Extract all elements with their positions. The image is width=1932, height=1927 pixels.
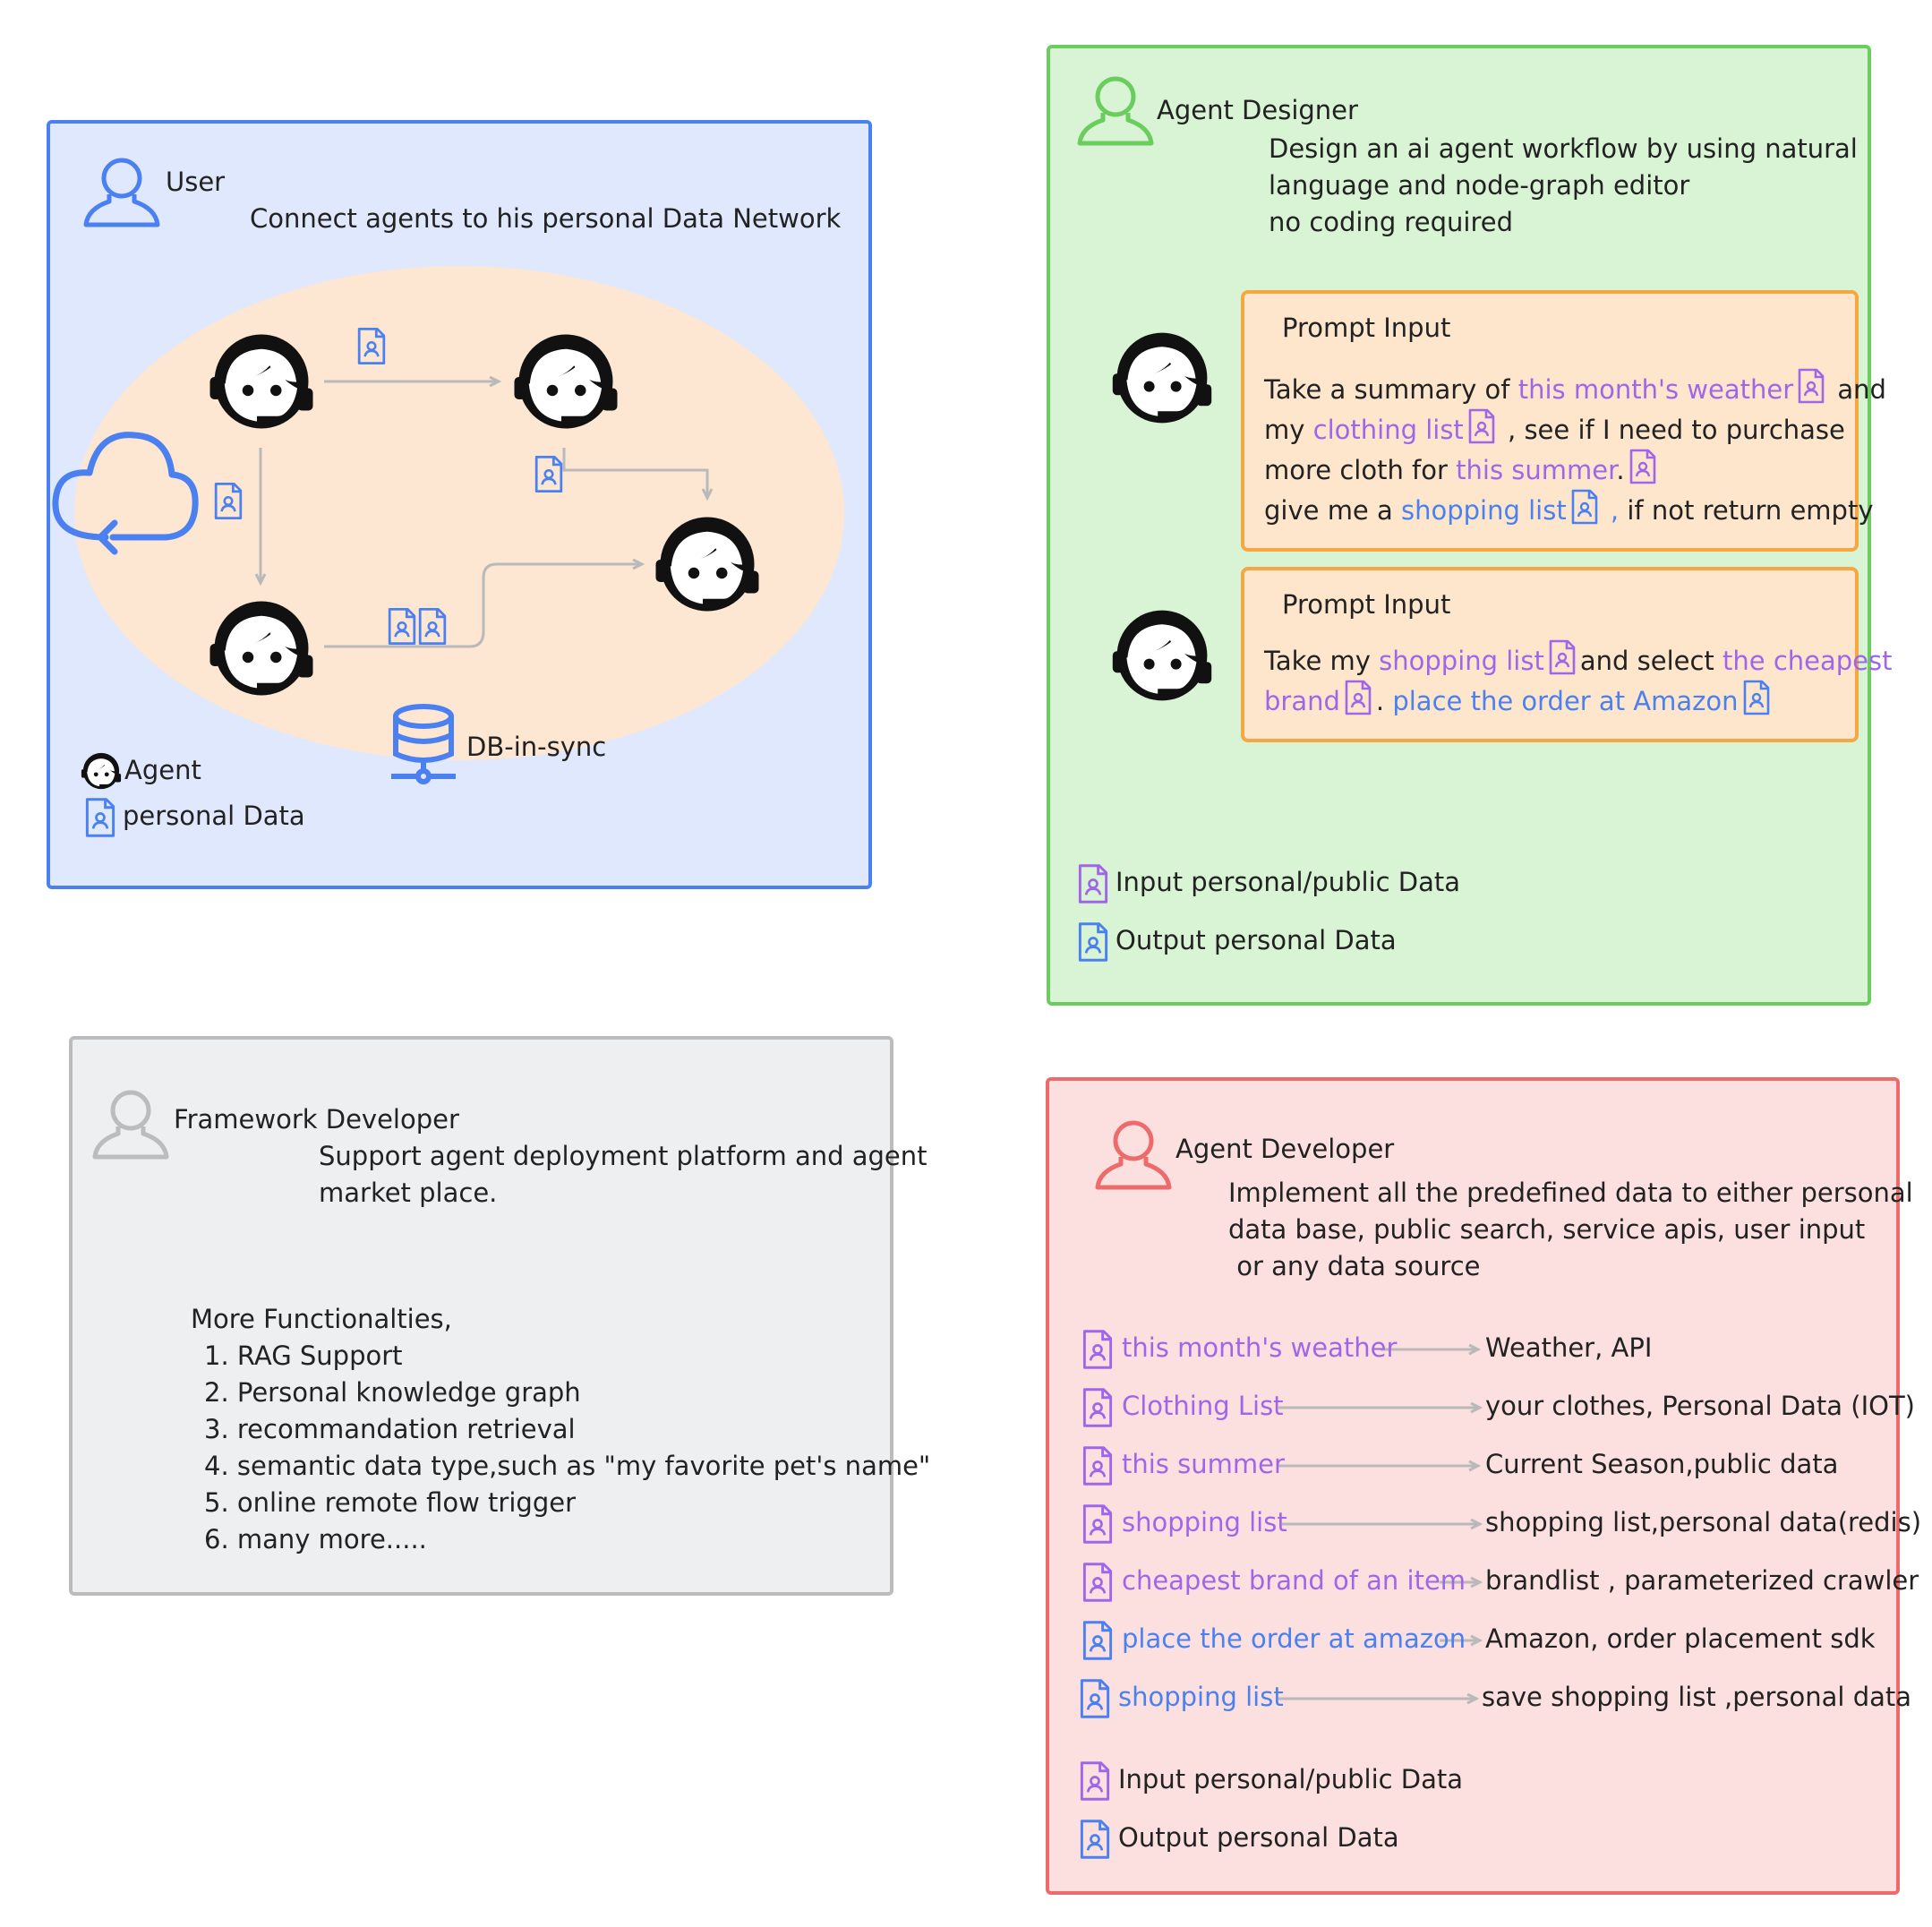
output-data-icon (1081, 1620, 1114, 1661)
input-data-icon (1629, 449, 1657, 484)
framework-description: Support agent deployment platform and ag… (319, 1141, 928, 1208)
input-data-icon (1081, 1329, 1114, 1370)
mapping-target: Weather, API (1485, 1332, 1653, 1363)
mapping-source: place the order at amazon (1122, 1623, 1466, 1654)
input-data-legend-icon (1079, 1760, 1111, 1802)
prompt-text-2: Take my shopping list and select the che… (1264, 639, 1893, 720)
output-data-icon (1570, 489, 1599, 525)
agent-network-ellipse (74, 266, 844, 760)
developer-description: Implement all the predefined data to eit… (1228, 1178, 1913, 1281)
data-document-icon (213, 482, 244, 520)
data-document-icon (534, 455, 564, 493)
list-item: 1. RAG Support (204, 1340, 403, 1371)
input-data-icon (1467, 408, 1496, 444)
input-data-icon (1081, 1562, 1114, 1603)
ref-cheapest-brand: the cheapest (1723, 646, 1893, 676)
prompt-title-2: Prompt Input (1282, 589, 1451, 620)
designer-description: Design an ai agent workflow by using nat… (1269, 133, 1858, 237)
cloud-sync-icon (52, 432, 199, 555)
mapping-target: your clothes, Personal Data (IOT) (1485, 1391, 1915, 1421)
list-item: 2. Personal knowledge graph (204, 1377, 581, 1408)
framework-person-icon (95, 1092, 167, 1157)
connector-arrow (562, 448, 707, 497)
mapping-target: Current Season,public data (1485, 1449, 1839, 1479)
mapping-target: brandlist , parameterized crawler (1485, 1565, 1919, 1596)
prompt-input-box-1[interactable] (1241, 290, 1859, 552)
ref-shopping-list: shopping list (1401, 495, 1567, 526)
input-data-legend-label: Input personal/public Data (1116, 867, 1461, 897)
prompt-text-1: Take a summary of this month's weather a… (1264, 368, 1886, 529)
functionality-list: 1. RAG Support 2. Personal knowledge gra… (204, 1338, 930, 1558)
framework-developer-panel (69, 1036, 893, 1596)
mapping-source: this summer (1122, 1449, 1285, 1479)
output-data-legend-label: Output personal Data (1118, 1822, 1399, 1853)
list-item: 6. many more..... (204, 1524, 427, 1554)
output-data-legend-icon (1077, 921, 1109, 963)
user-person-icon (86, 160, 158, 225)
mapping-source: cheapest brand of an item (1122, 1565, 1466, 1596)
list-item: 4. semantic data type,such as "my favori… (204, 1451, 931, 1481)
legend-agent-label: Agent (124, 755, 201, 785)
ref-weather: this month's weather (1517, 374, 1794, 405)
connector-arrow (324, 564, 641, 648)
list-item: 5. online remote flow trigger (204, 1487, 576, 1518)
mapping-target: Amazon, order placement sdk (1485, 1623, 1876, 1654)
developer-person-icon (1098, 1123, 1169, 1187)
ref-shopping-list: shopping list (1379, 646, 1544, 676)
input-data-icon (1081, 1445, 1114, 1486)
more-functionalities-title: More Functionalties, (191, 1304, 452, 1334)
input-data-icon (1548, 639, 1577, 675)
designer-role-label: Agent Designer (1157, 95, 1358, 125)
data-document-icon (387, 607, 417, 646)
data-document-icon (356, 327, 387, 365)
agent-headset-icon (1113, 333, 1211, 424)
mapping-target: save shopping list ,personal data (1482, 1682, 1912, 1712)
list-item: 3. recommandation retrieval (204, 1414, 576, 1444)
ref-this-summer: this summer (1456, 455, 1617, 485)
developer-role-label: Agent Developer (1175, 1134, 1395, 1164)
input-data-icon (1344, 680, 1372, 715)
input-data-icon (1081, 1387, 1114, 1428)
mapping-source: shopping list (1118, 1682, 1284, 1712)
database-icon (391, 704, 456, 784)
mapping-source: shopping list (1122, 1507, 1287, 1537)
user-role-label: User (166, 167, 226, 197)
agent-developer-panel (1046, 1077, 1900, 1895)
legend-data-icon (84, 797, 116, 838)
output-data-icon (1079, 1678, 1111, 1719)
agent-headset-icon (1113, 611, 1211, 701)
legend-data-label: personal Data (123, 801, 305, 831)
mapping-source: Clothing List (1122, 1391, 1284, 1421)
input-data-icon (1797, 368, 1825, 404)
mapping-target: shopping list,personal data(redis) (1485, 1507, 1922, 1537)
db-label: DB-in-sync (466, 732, 607, 762)
input-data-icon (1081, 1503, 1114, 1545)
data-document-icon (417, 607, 448, 646)
ref-clothing-list: clothing list (1312, 415, 1464, 445)
agent-legend-icon (80, 751, 123, 791)
input-data-legend-label: Input personal/public Data (1118, 1764, 1464, 1794)
designer-person-icon (1080, 79, 1151, 143)
user-description: Connect agents to his personal Data Netw… (250, 203, 842, 234)
prompt-title-1: Prompt Input (1282, 313, 1451, 343)
mapping-source: this month's weather (1122, 1332, 1398, 1363)
output-data-icon (1742, 680, 1771, 715)
output-data-legend-label: Output personal Data (1116, 925, 1397, 955)
output-data-legend-icon (1079, 1819, 1111, 1860)
ref-place-order: place the order at Amazon (1392, 686, 1739, 716)
input-data-legend-icon (1077, 863, 1109, 904)
framework-role-label: Framework Developer (174, 1104, 459, 1135)
